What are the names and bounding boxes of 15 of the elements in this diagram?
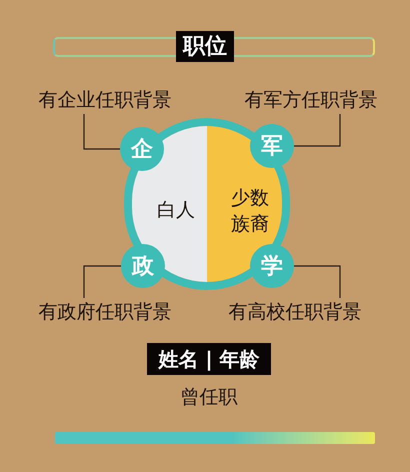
name-age-tag: 姓名 | 年龄 <box>147 343 271 375</box>
half-label: 白人 <box>144 196 208 226</box>
leader-line <box>294 265 341 298</box>
title-tag: 职位 <box>176 31 234 62</box>
leader-label: 有军方任职背景 <box>236 86 386 114</box>
leader-label: 有企业任职背景 <box>30 86 180 114</box>
letter-badge: 企 <box>120 127 164 171</box>
letter-badge: 军 <box>250 124 294 168</box>
caption-text: 曾任职 <box>180 385 238 410</box>
leader-label: 有高校任职背景 <box>220 298 370 326</box>
leader-line <box>294 114 341 147</box>
leader-label: 有政府任职背景 <box>30 298 180 326</box>
leader-line <box>83 265 121 298</box>
letter-badge: 学 <box>250 244 294 288</box>
leader-line <box>83 114 120 150</box>
